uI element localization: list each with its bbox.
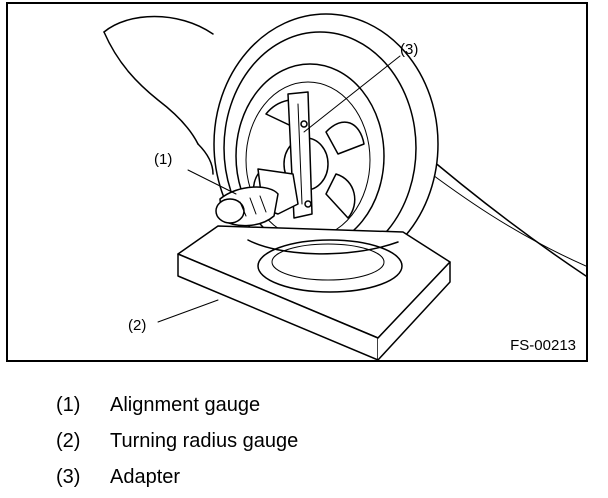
adapter-bar-line: [297, 103, 303, 205]
body-side-line-2: [417, 163, 586, 267]
callout-1: (1): [154, 151, 173, 168]
spoke: [325, 121, 365, 155]
callout-3: (3): [400, 41, 419, 58]
adapter-bolt: [300, 120, 308, 128]
figure-code: FS-00213: [510, 337, 576, 354]
legend-item: (1) Alignment gauge: [56, 388, 298, 424]
adapter-bolt: [304, 200, 312, 208]
spoke: [325, 173, 356, 219]
legend-label: Turning radius gauge: [110, 430, 299, 452]
callout-2: (2): [128, 317, 147, 334]
figure-frame: (1) (2) (3) FS-00213: [6, 2, 588, 362]
leader-line-2: [157, 299, 219, 323]
body-lower-line: [197, 143, 214, 175]
wheel-alignment-illustration: [103, 13, 586, 360]
legend-label: Alignment gauge: [110, 394, 261, 416]
fender-outline: [103, 15, 214, 35]
leader-line-3: [303, 55, 401, 133]
legend-number: (3): [56, 466, 81, 488]
legend-item: (3) Adapter: [56, 460, 298, 496]
leader-line-1: [187, 169, 237, 195]
tire-contact: [247, 239, 399, 255]
turntable-front: [177, 253, 379, 360]
turntable-side: [377, 261, 451, 360]
legend-number: (2): [56, 430, 81, 452]
turntable-disk-inner: [271, 243, 385, 281]
turntable-disk: [257, 239, 403, 293]
legend-item: (2) Turning radius gauge: [56, 424, 298, 460]
gauge-ribs: [239, 195, 267, 217]
fender-arch: [103, 31, 199, 145]
legend-number: (1): [56, 394, 81, 416]
legend: (1) Alignment gauge (2) Turning radius gau…: [56, 388, 298, 496]
legend-label: Adapter: [110, 466, 181, 488]
